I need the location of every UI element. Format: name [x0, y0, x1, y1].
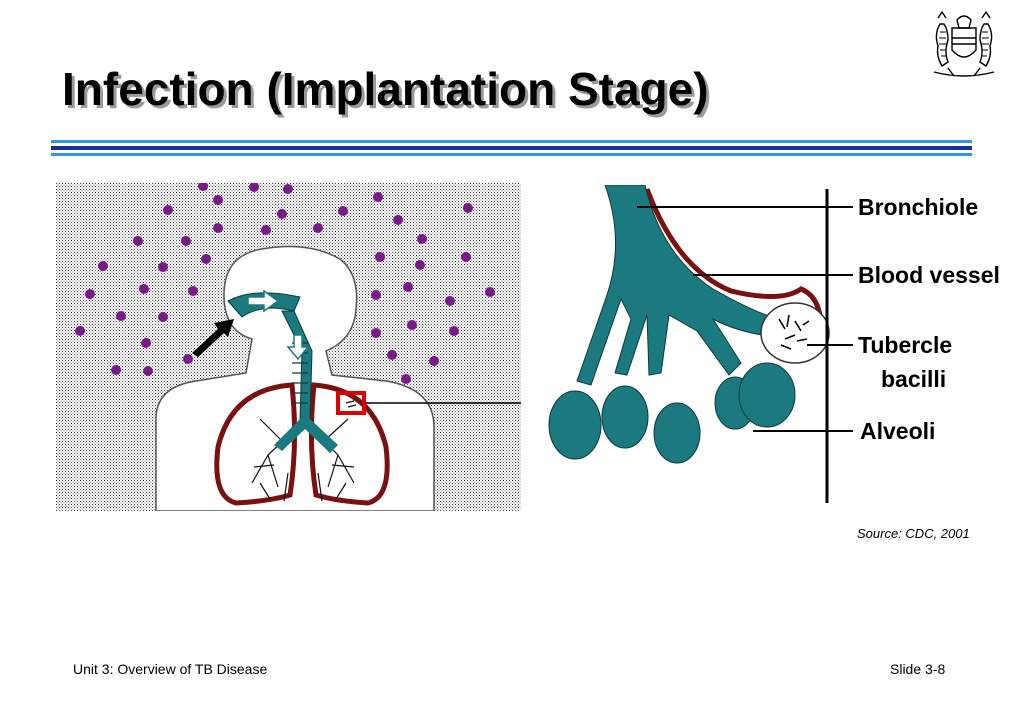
airflow-arrows	[247, 289, 310, 361]
tubercle	[760, 302, 830, 364]
person-silhouette	[155, 245, 435, 511]
label-blood-vessel: Blood vessel	[858, 262, 1000, 288]
label-bacilli: bacilli	[881, 366, 946, 392]
lungs	[214, 382, 390, 506]
tb-bacilli	[778, 314, 810, 350]
title-rule-bottom	[51, 153, 972, 156]
label-alveoli: Alveoli	[860, 418, 935, 444]
label-bronchiole: Bronchiole	[858, 194, 978, 220]
footer-unit: Unit 3: Overview of TB Disease	[73, 661, 268, 677]
blood-vessel	[644, 188, 824, 330]
label-tubercle: Tubercle	[858, 332, 952, 358]
title-rule-top	[51, 140, 972, 143]
bronchial-tree	[251, 418, 355, 502]
inhalation-arrow-icon	[192, 319, 234, 357]
slide-title: Infection (Implantation Stage)	[62, 63, 709, 115]
coat-of-arms-icon	[933, 10, 995, 77]
title-rule-middle	[51, 146, 972, 150]
bronchiole-tree	[548, 185, 796, 464]
footer-slide-number: Slide 3-8	[890, 661, 946, 677]
alveoli-highlight	[336, 391, 366, 415]
alveoli-closeup-diagram: Bronchiole Blood vessel Tubercle bacilli…	[548, 185, 1000, 503]
droplet-nuclei	[75, 183, 495, 384]
source-citation: Source: CDC, 2001	[857, 526, 970, 541]
inhalation-diagram	[56, 183, 521, 511]
label-leader-lines	[637, 206, 853, 432]
